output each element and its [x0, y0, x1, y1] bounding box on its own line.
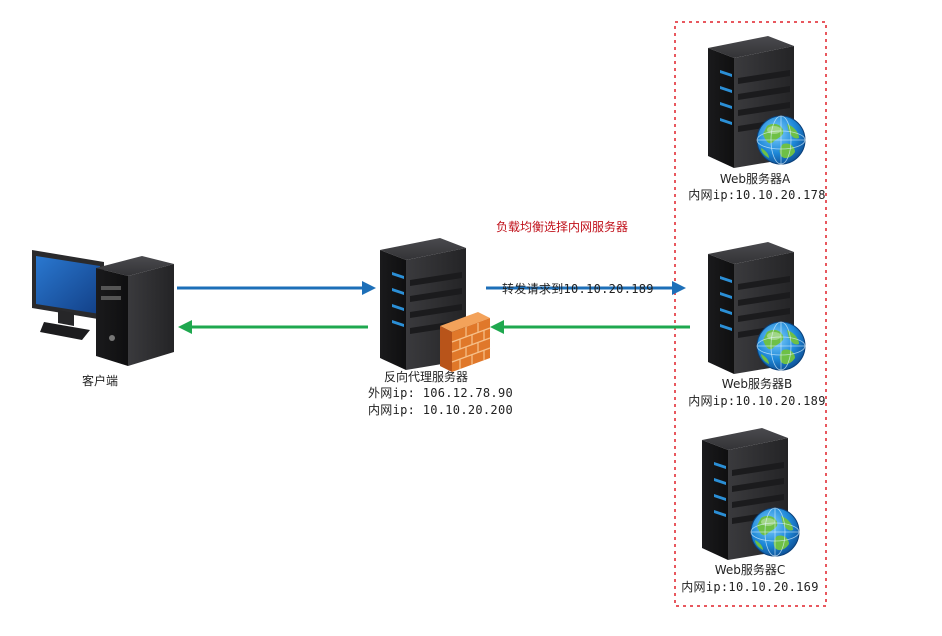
globe-icon	[750, 507, 800, 557]
client-label: 客户端	[81, 374, 119, 388]
forward-annotation: 转发请求到10.10.20.189	[502, 282, 654, 296]
proxy-to-client-arrow	[178, 320, 368, 334]
server-a-ip: 内网ip:10.10.20.178	[688, 188, 826, 202]
server-a-name: Web服务器A	[719, 172, 791, 186]
proxy-external-ip: 外网ip: 106.12.78.90	[368, 386, 513, 400]
globe-icon	[756, 115, 806, 165]
server-c-ip: 内网ip:10.10.20.169	[681, 580, 819, 594]
server-b-ip: 内网ip:10.10.20.189	[688, 394, 826, 408]
proxy-internal-ip: 内网ip: 10.10.20.200	[368, 403, 513, 417]
globe-icon	[756, 321, 806, 371]
proxy-name: 反向代理服务器	[383, 370, 469, 384]
web-server-group-border	[674, 21, 827, 607]
firewall-icon	[440, 312, 491, 372]
server-to-proxy-arrow	[490, 320, 690, 334]
server-b-name: Web服务器B	[721, 377, 793, 391]
server-c-name: Web服务器C	[714, 563, 786, 577]
load-balance-annotation: 负载均衡选择内网服务器	[496, 220, 629, 234]
desktop-computer-icon	[32, 250, 174, 366]
proxy-to-server-arrow	[486, 281, 686, 295]
client-to-proxy-arrow	[177, 281, 376, 295]
